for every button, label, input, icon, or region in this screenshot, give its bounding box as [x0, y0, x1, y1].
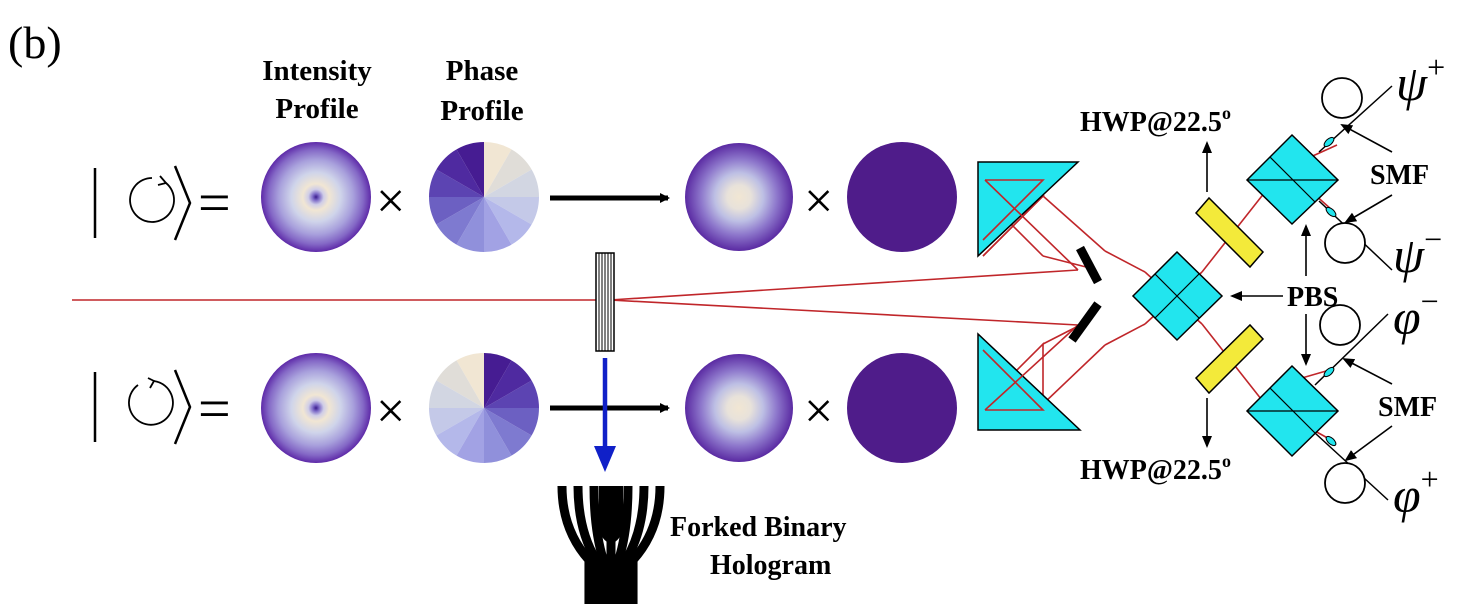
hwp-label-bottom: HWP@22.5o — [1080, 451, 1231, 486]
forked-hologram-pattern — [557, 486, 665, 604]
phase-header-line1: Phase — [446, 55, 519, 87]
phase-header-line2: Profile — [440, 95, 523, 127]
hologram-fork — [599, 486, 623, 543]
times-sign-bottom-1: × — [376, 383, 405, 440]
phase-sector — [484, 380, 539, 408]
flat-phase-top — [847, 142, 957, 252]
phase-sector — [436, 360, 484, 408]
phase-sector — [436, 197, 484, 245]
hwp-upper — [1194, 196, 1265, 269]
panel-label: (b) — [8, 17, 62, 68]
smf-label-top: SMF — [1370, 160, 1429, 191]
times-sign-top-2: × — [804, 173, 833, 230]
output-phi-minus — [1314, 304, 1389, 386]
hologram-label-line2: Hologram — [710, 550, 831, 581]
blue-arrow — [594, 358, 616, 472]
phase-sector — [484, 169, 539, 197]
intensity-header-line1: Intensity — [262, 55, 372, 87]
smf-arrow-bottom-2 — [1344, 425, 1393, 462]
intensity-header-line2: Profile — [275, 93, 358, 125]
hologram-fringe — [573, 486, 601, 604]
output-psi-minus — [1318, 200, 1393, 271]
phi-plus-label: φ+ — [1393, 461, 1439, 523]
phi-minus-label: φ− — [1393, 283, 1439, 345]
output-phi-plus — [1314, 432, 1389, 504]
phase-profile-bottom — [429, 353, 539, 463]
phase-sector — [429, 408, 484, 436]
phase-sector — [484, 197, 532, 245]
times-sign-top-1: × — [376, 173, 405, 230]
phase-sector — [456, 197, 484, 252]
hologram-grating — [595, 252, 615, 352]
hologram-fringe — [621, 486, 649, 604]
psi-plus-label: ψ+ — [1396, 49, 1445, 111]
phase-sector — [429, 169, 484, 197]
phase-sector — [484, 142, 512, 197]
smf-arrow-top-1 — [1340, 124, 1393, 153]
phase-sector — [429, 380, 484, 408]
upper-pbs — [1245, 133, 1340, 226]
ket-clockwise — [93, 369, 192, 445]
hwp-lower — [1194, 323, 1265, 395]
phase-sector — [484, 197, 512, 252]
intensity-profile-bottom — [261, 353, 371, 463]
phase-sector — [456, 142, 484, 197]
equals-sign-bottom: = — [198, 376, 231, 441]
flat-phase-bottom — [847, 353, 957, 463]
bottom-dove-prism — [977, 332, 1082, 431]
phase-profile-top — [429, 142, 539, 252]
equals-sign-top: = — [198, 170, 231, 235]
phase-sector — [436, 408, 484, 456]
phase-sector — [484, 353, 512, 408]
hologram-fringe — [614, 486, 633, 604]
phase-sector — [484, 197, 539, 225]
gaussian-profile-top — [685, 143, 793, 251]
output-psi-plus — [1318, 77, 1393, 153]
smf-label-bottom: SMF — [1378, 392, 1437, 423]
hologram-label-line1: Forked Binary — [670, 512, 847, 543]
smf-arrow-bottom-1 — [1342, 358, 1393, 385]
top-dove-prism — [977, 161, 1080, 258]
phase-sector — [484, 149, 532, 197]
phase-sector — [484, 360, 532, 408]
phase-sector — [456, 353, 484, 408]
hologram-fringe — [628, 486, 665, 604]
phase-sector — [484, 408, 532, 456]
ket-counterclockwise — [93, 165, 192, 241]
phase-sector — [456, 408, 484, 463]
hologram-fringe — [589, 486, 608, 604]
psi-minus-label: ψ− — [1393, 221, 1442, 283]
phase-sector — [436, 149, 484, 197]
gaussian-profile-bottom — [685, 354, 793, 462]
times-sign-bottom-2: × — [804, 383, 833, 440]
hwp-label-top: HWP@22.5o — [1080, 103, 1231, 138]
phase-sector — [429, 197, 484, 225]
mirror-pair — [1068, 245, 1102, 343]
smf-arrow-top-2 — [1344, 194, 1393, 224]
lower-pbs — [1245, 364, 1340, 458]
phase-sector — [484, 408, 539, 436]
intensity-profile-top — [261, 142, 371, 252]
central-pbs — [1131, 250, 1224, 342]
phase-sector — [484, 408, 512, 463]
hologram-fringe — [557, 486, 594, 604]
pbs-label: PBS — [1287, 282, 1338, 313]
